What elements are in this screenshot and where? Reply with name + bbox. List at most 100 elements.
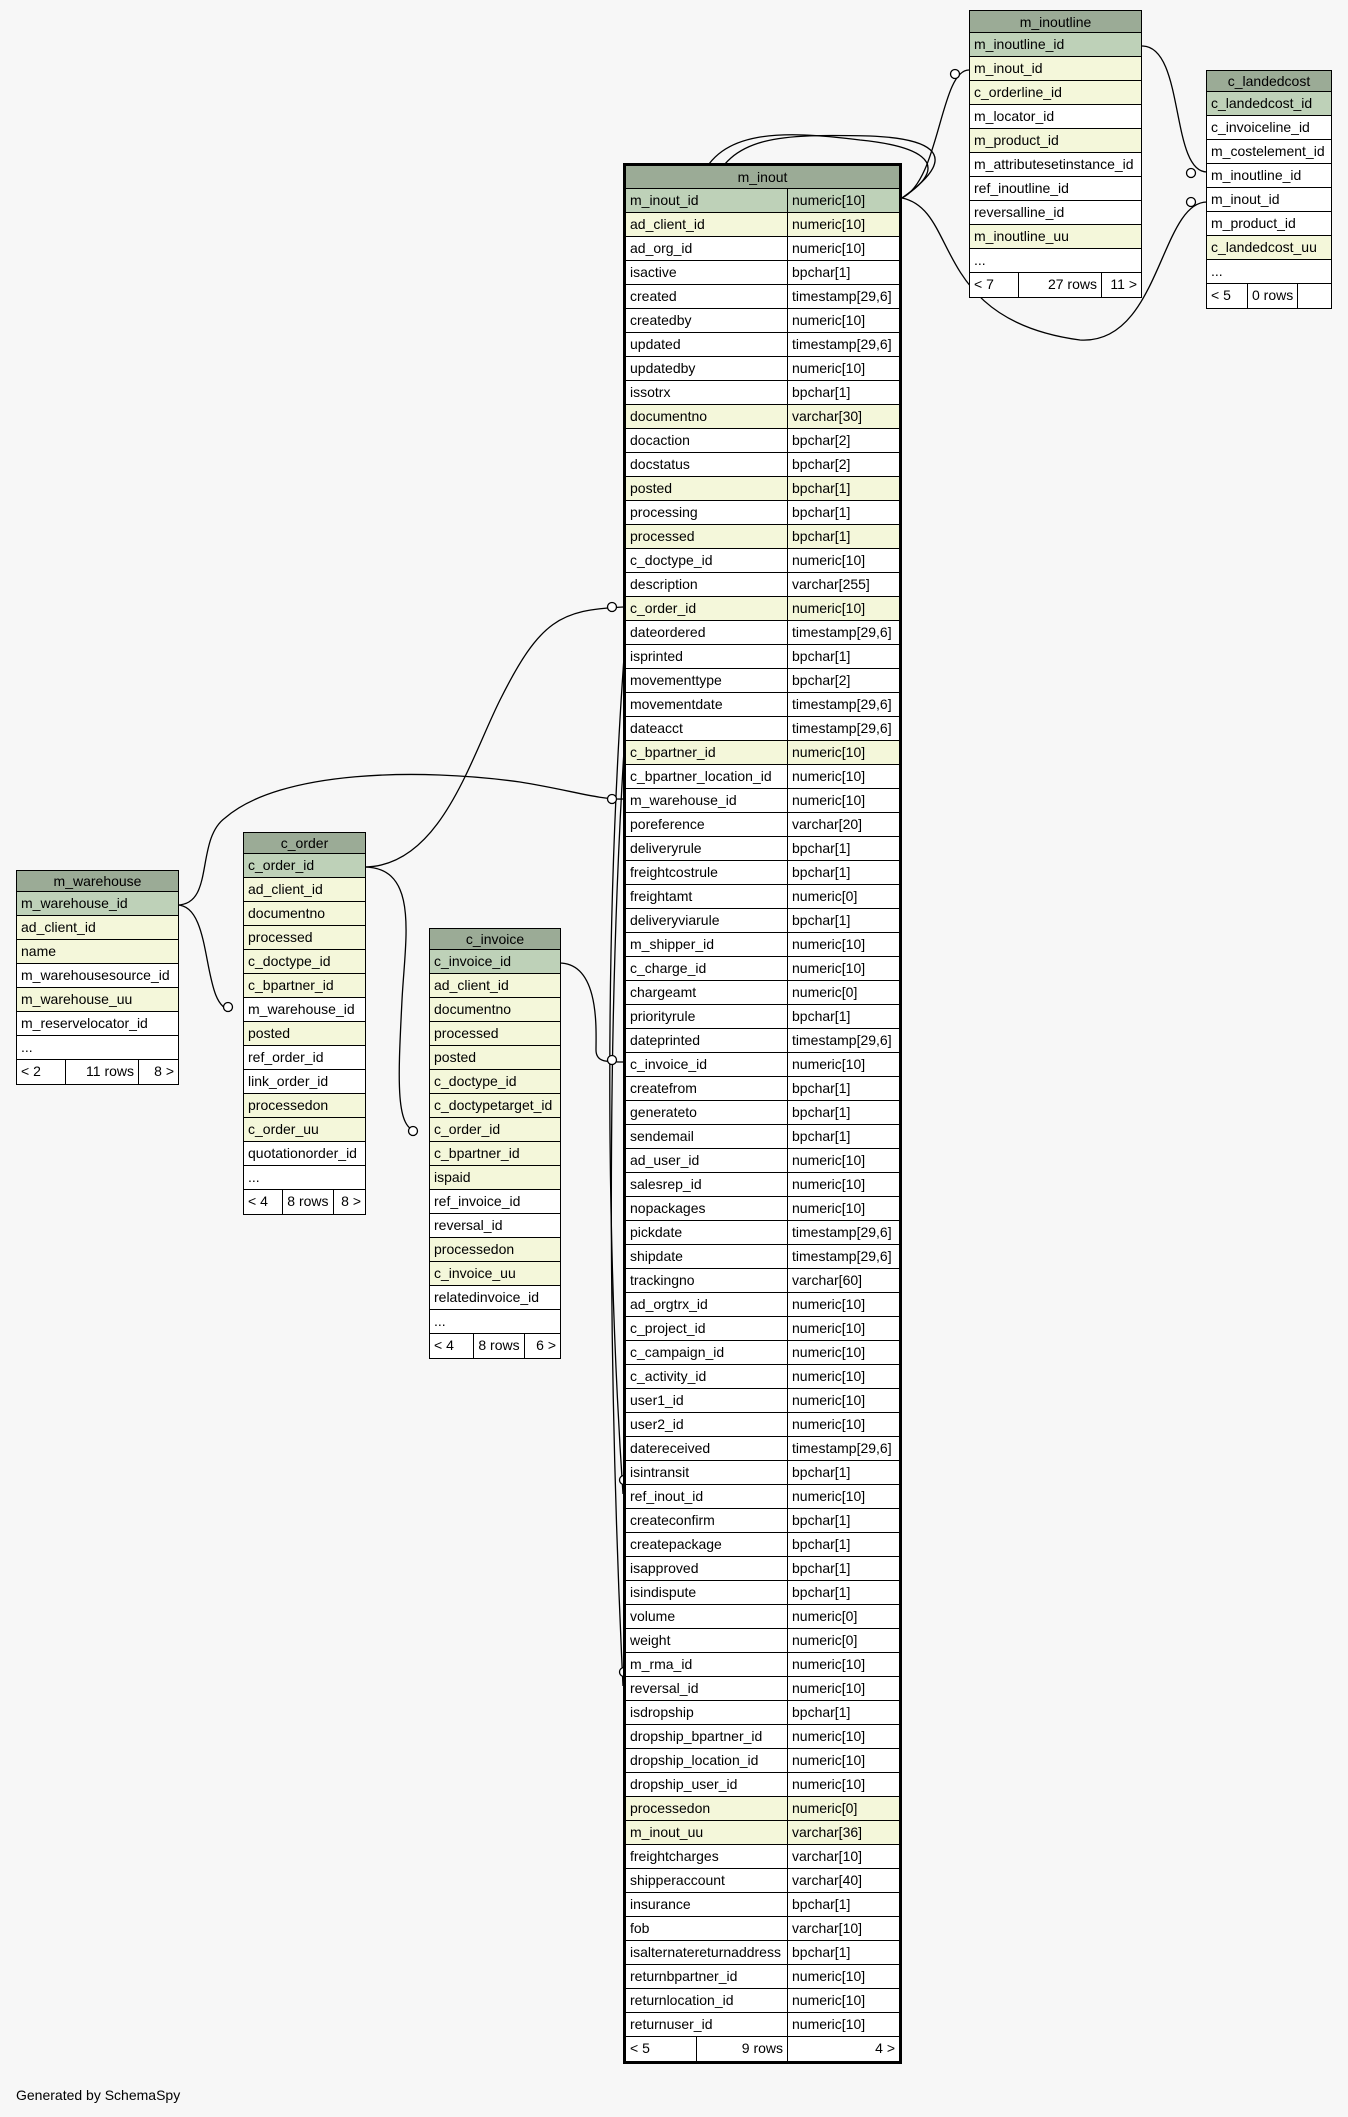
column-row[interactable]: documentno	[430, 998, 560, 1022]
column-row[interactable]: documentno	[244, 902, 365, 926]
column-row[interactable]: c_doctype_id	[244, 950, 365, 974]
children-count[interactable]: 6 >	[523, 1334, 560, 1358]
column-row[interactable]: link_order_id	[244, 1070, 365, 1094]
column-row[interactable]: c_orderline_id	[970, 81, 1141, 105]
column-row[interactable]: c_invoice_id	[430, 950, 560, 974]
parents-count[interactable]: < 2	[21, 1063, 41, 1079]
column-row[interactable]: reversal_id	[430, 1214, 560, 1238]
column-row[interactable]: m_inoutline_uu	[970, 225, 1141, 249]
column-row[interactable]: c_doctypetarget_id	[430, 1094, 560, 1118]
column-row[interactable]: ispaid	[430, 1166, 560, 1190]
column-row[interactable]: m_attributesetinstance_id	[970, 153, 1141, 177]
column-row[interactable]: ...	[1207, 260, 1331, 284]
column-row[interactable]: ...	[244, 1166, 365, 1190]
parents-count[interactable]: < 5	[1211, 287, 1231, 303]
column-row[interactable]: c_order_id	[430, 1118, 560, 1142]
column-row[interactable]: c_landedcost_id	[1207, 92, 1331, 116]
column-row[interactable]: relatedinvoice_id	[430, 1286, 560, 1310]
parents-count[interactable]: < 4	[248, 1193, 268, 1209]
column-row[interactable]: c_invoice_uu	[430, 1262, 560, 1286]
column-row[interactable]: processedon	[244, 1094, 365, 1118]
column-row[interactable]: ad_client_id	[430, 974, 560, 998]
children-count[interactable]: 4 >	[787, 2037, 899, 2061]
column-row[interactable]: m_costelement_id	[1207, 140, 1331, 164]
column-row[interactable]: posted	[430, 1046, 560, 1070]
column-row[interactable]: posted	[244, 1022, 365, 1046]
column-row[interactable]: name	[17, 940, 178, 964]
column-row[interactable]: ...	[17, 1036, 178, 1060]
column-row[interactable]: m_warehouse_uu	[17, 988, 178, 1012]
column-row[interactable]: m_locator_id	[970, 105, 1141, 129]
column-row[interactable]: m_inout_id	[970, 57, 1141, 81]
children-count[interactable]: 8 >	[332, 1190, 365, 1214]
column-row[interactable]: ref_invoice_id	[430, 1190, 560, 1214]
column-row[interactable]: c_landedcost_uu	[1207, 236, 1331, 260]
column-row[interactable]: c_bpartner_id	[244, 974, 365, 998]
column-row[interactable]: m_inoutline_id	[1207, 164, 1331, 188]
column-row[interactable]: ...	[970, 249, 1141, 273]
column-row[interactable]: processed	[430, 1022, 560, 1046]
children-count[interactable]	[1297, 284, 1331, 308]
column-row[interactable]: c_doctype_id	[430, 1070, 560, 1094]
column-row[interactable]: reversalline_id	[970, 201, 1141, 225]
column-row[interactable]: m_warehouse_id	[244, 998, 365, 1022]
children-count[interactable]: 11 >	[1101, 273, 1141, 297]
column-row[interactable]: ref_order_id	[244, 1046, 365, 1070]
column-row[interactable]: ad_client_id	[17, 916, 178, 940]
column-row[interactable]: m_product_id	[1207, 212, 1331, 236]
